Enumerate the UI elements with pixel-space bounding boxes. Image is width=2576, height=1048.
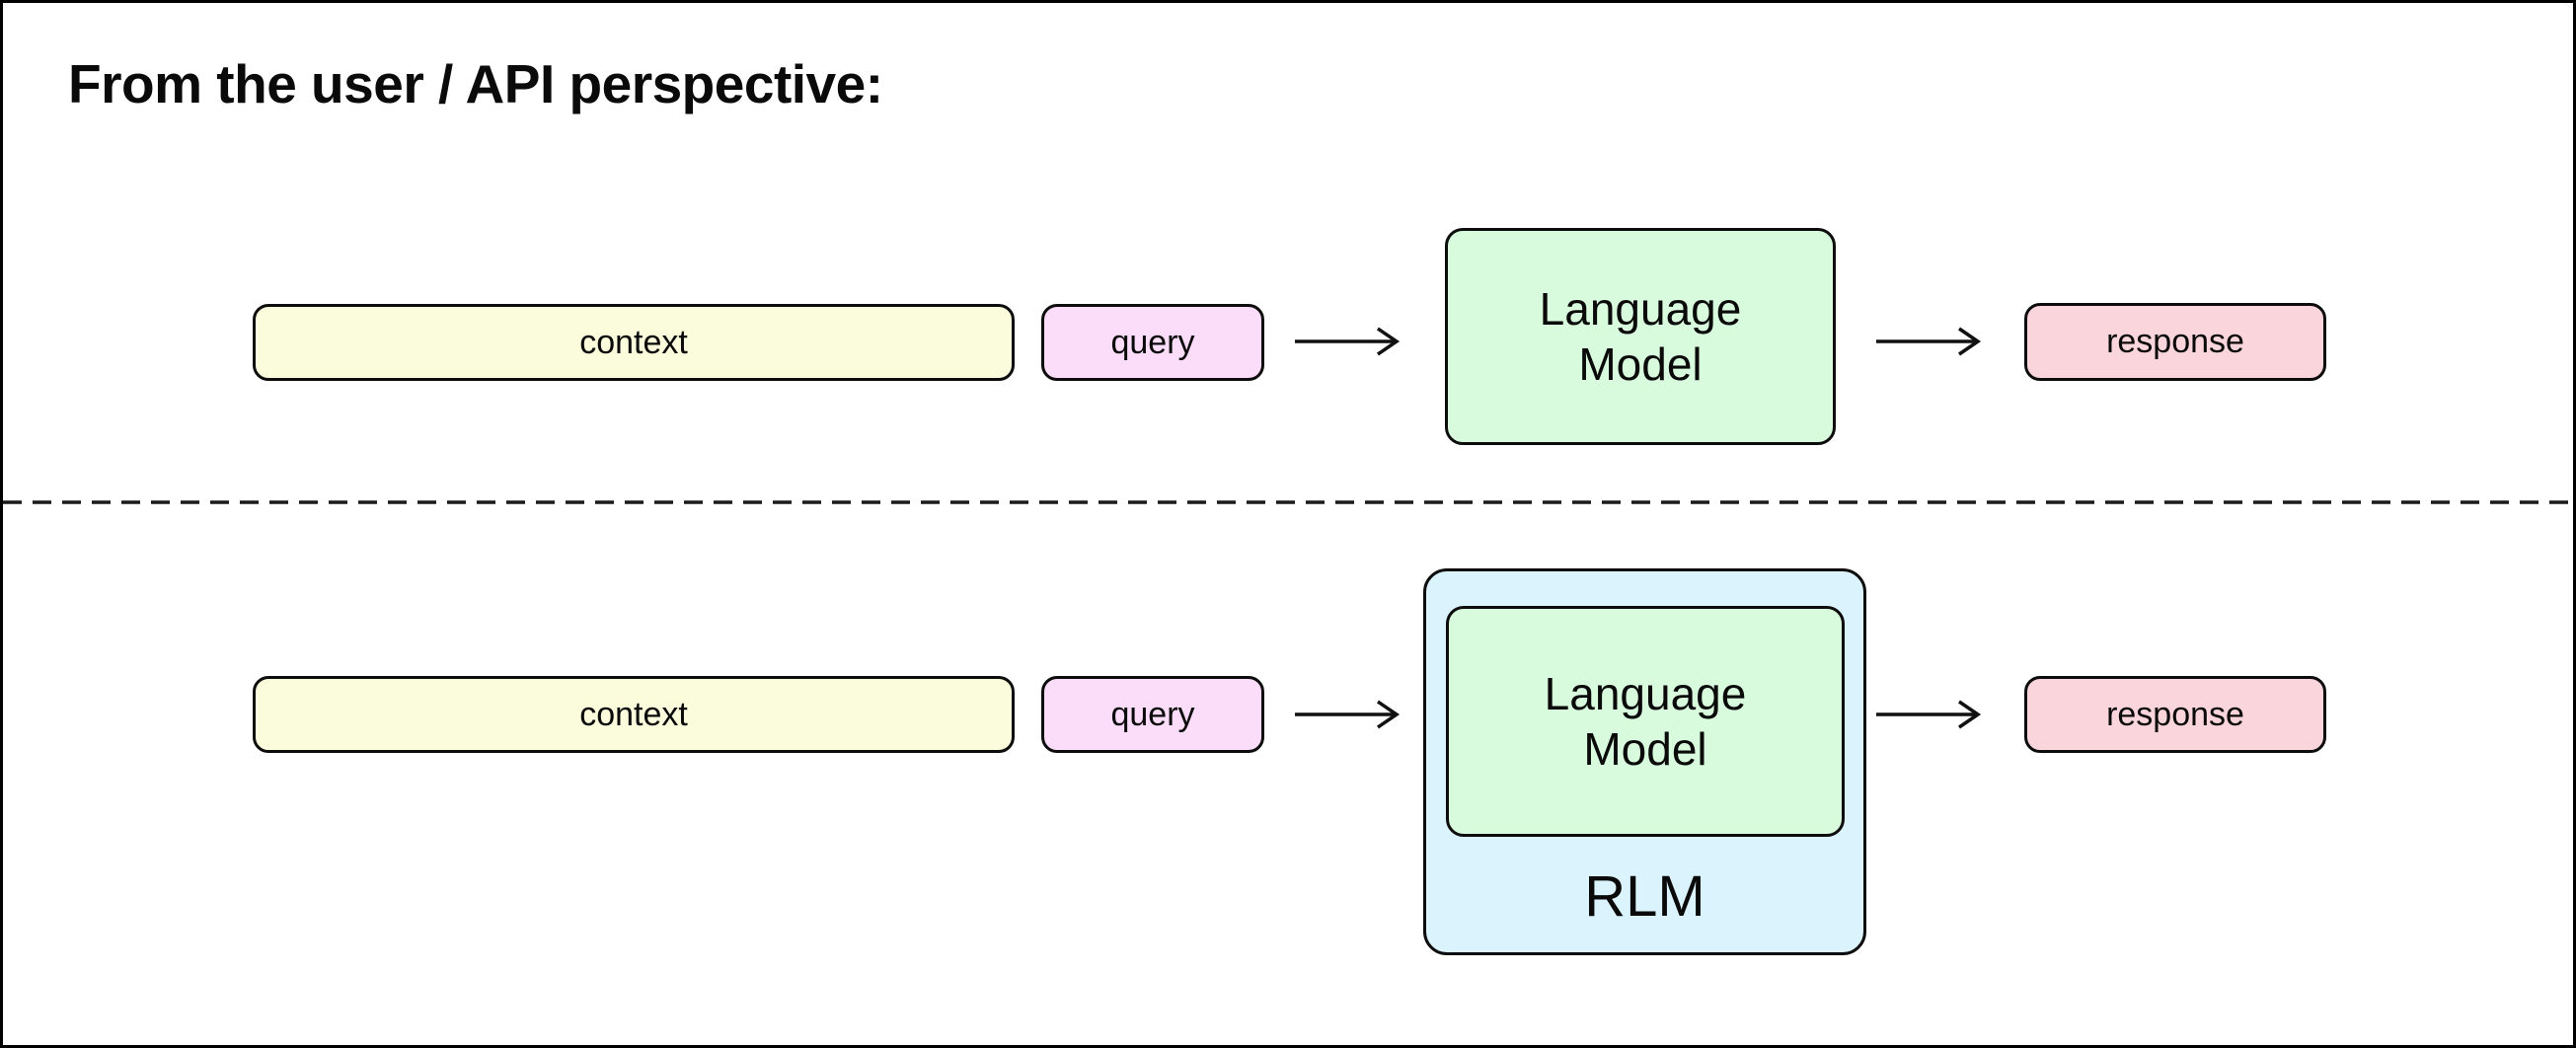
arrow-right-icon (1874, 324, 1995, 359)
rlm-label: RLM (1584, 863, 1705, 929)
section-divider (3, 499, 2573, 505)
context-label: context (579, 695, 688, 733)
query-label: query (1110, 323, 1195, 361)
language-model-label-line1: Language (1539, 282, 1742, 335)
arrow-right-icon (1293, 324, 1413, 359)
response-label: response (2106, 323, 2244, 360)
language-model-box-top: Language Model (1445, 228, 1836, 445)
query-box-top: query (1041, 304, 1264, 381)
response-box-bottom: response (2024, 676, 2326, 753)
language-model-label-line2: Model (1583, 723, 1707, 775)
page-title: From the user / API perspective: (68, 53, 883, 114)
context-box-top: context (253, 304, 1015, 381)
query-box-bottom: query (1041, 676, 1264, 753)
language-model-box-bottom: Language Model (1446, 606, 1845, 837)
response-box-top: response (2024, 303, 2326, 381)
language-model-label-line1: Language (1544, 667, 1747, 719)
arrow-right-icon (1293, 697, 1413, 732)
context-box-bottom: context (253, 676, 1015, 753)
rlm-container-box: Language Model RLM (1423, 568, 1866, 955)
query-label: query (1110, 695, 1195, 733)
language-model-label-line2: Model (1578, 338, 1703, 390)
response-label: response (2106, 695, 2244, 733)
arrow-right-icon (1874, 697, 1995, 732)
context-label: context (579, 323, 688, 361)
